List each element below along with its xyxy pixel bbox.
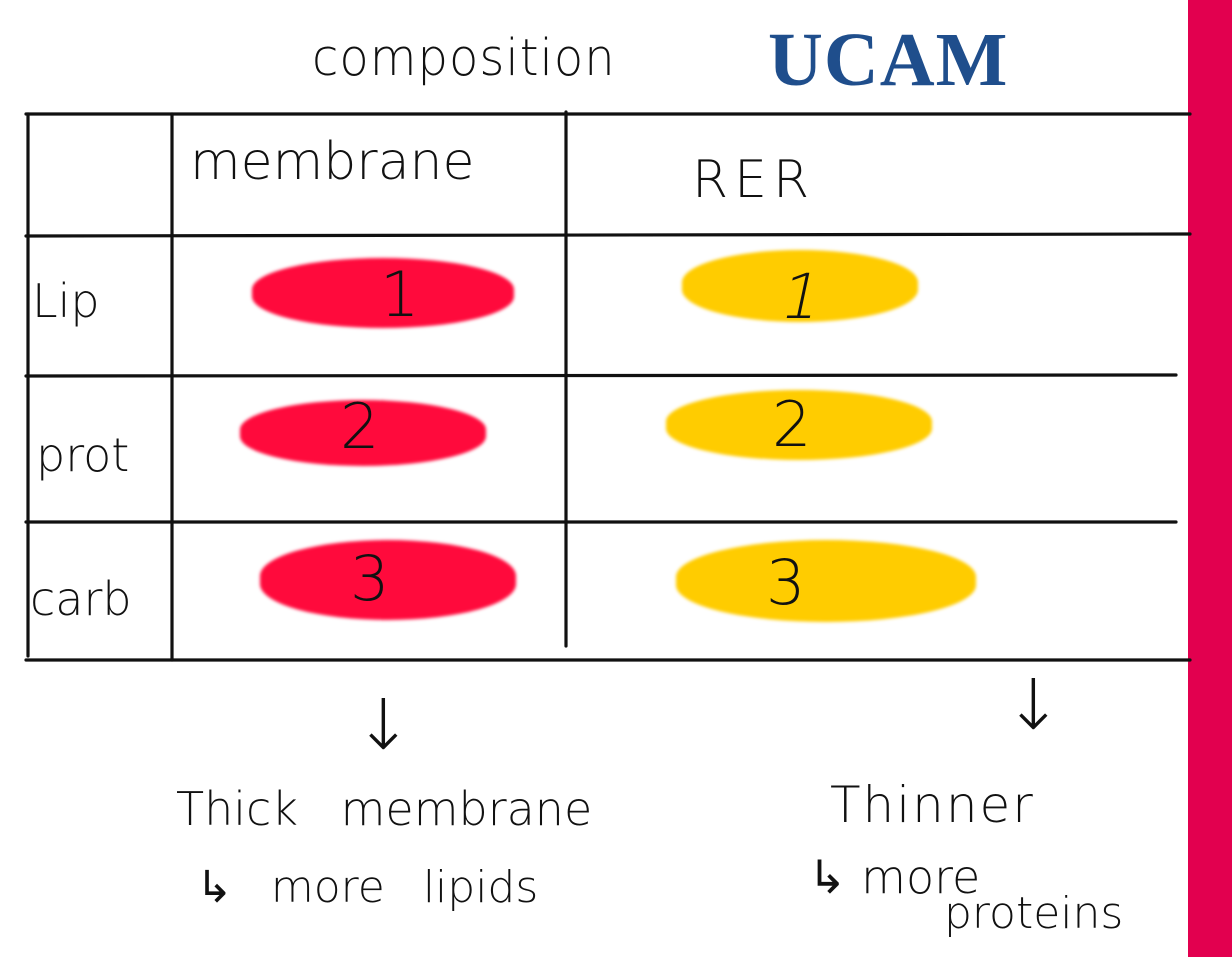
membrane-highlight [260,540,516,620]
note-more: ↳ more [808,850,981,904]
page-title: composition [312,28,616,88]
row-header-carb: carb [30,572,132,626]
note-more-lipids: ↳ more lipids [196,862,539,913]
rer-prot-value: 2 [772,388,812,461]
table-row-divider [24,232,1192,238]
column-header-rer: RER [692,150,816,210]
membrane-carb-value: 3 [350,542,390,615]
rer-highlight [682,250,918,322]
row-header-prot: prot [36,428,130,482]
note-thick-membrane: Thick membrane [176,782,593,836]
accent-bar [1188,0,1232,957]
rer-carb-value: 3 [766,546,806,619]
table-row-divider [24,373,1178,378]
membrane-lip-value: 1 [380,258,420,331]
note-thinner: Thinner [830,776,1035,834]
rer-highlight [666,390,932,460]
membrane-highlight [240,400,486,466]
down-arrow-icon: ↓ [354,684,413,766]
column-header-membrane: membrane [190,132,475,192]
membrane-prot-value: 2 [340,390,380,463]
down-arrow-icon: ↓ [1004,664,1063,746]
row-header-lip: Lip [32,274,100,328]
membrane-highlight [252,258,514,328]
note-proteins: proteins [944,888,1124,939]
rer-highlight [676,540,976,622]
ucam-logo: UCAM [768,18,1009,102]
